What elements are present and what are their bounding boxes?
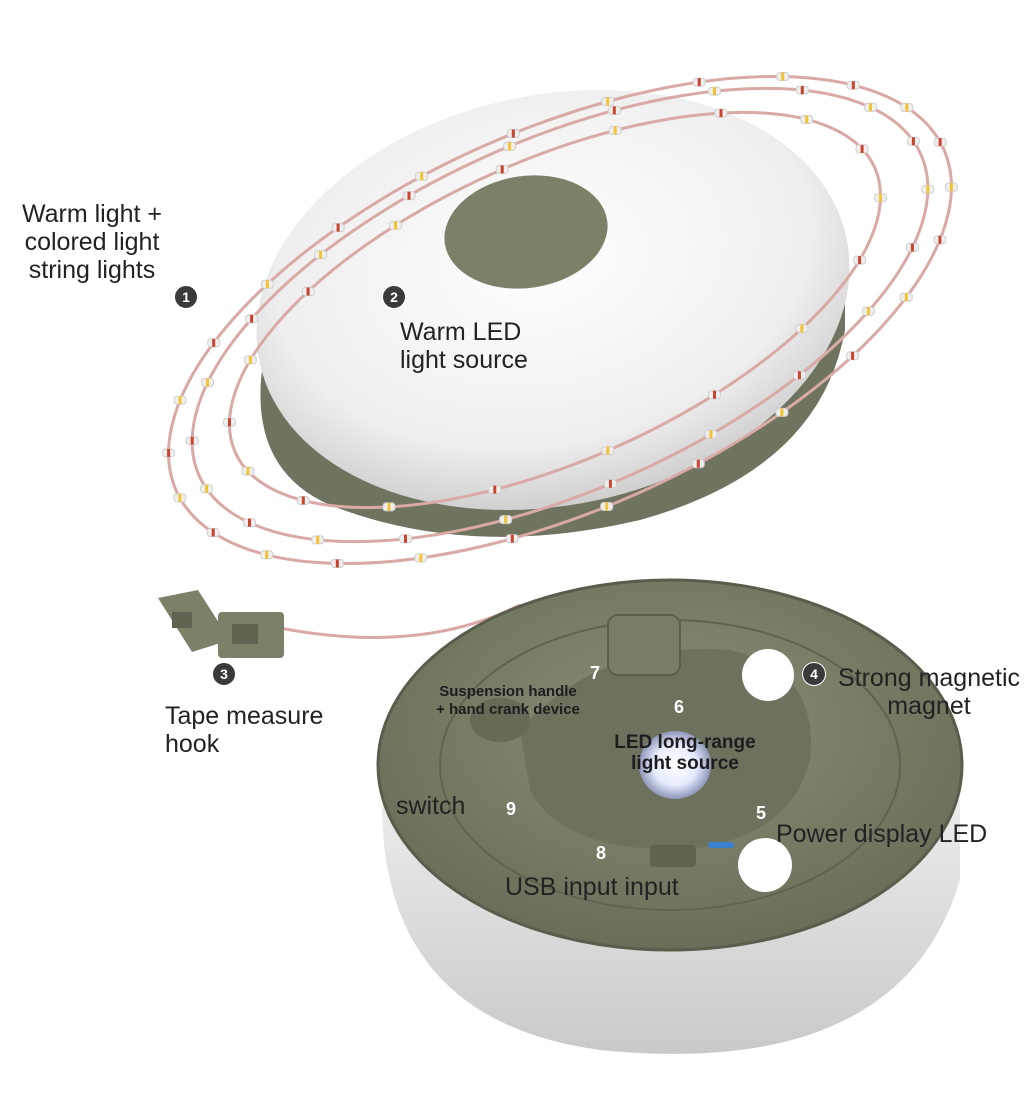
string-light-bulb-tint	[512, 130, 515, 138]
string-light-bulb-tint	[501, 165, 504, 173]
lamp-base	[378, 580, 962, 1054]
callout-usb-label: USB input input	[505, 873, 679, 901]
string-light-bulb-tint	[167, 449, 170, 457]
tape-measure-hook	[158, 590, 284, 658]
string-light-bulb-tint	[508, 142, 511, 150]
callout-string-lights-label: Warm light + colored light string lights	[2, 200, 182, 284]
callout-7-badge: 7	[584, 662, 606, 684]
string-light-bulb-tint	[950, 183, 953, 191]
string-light-bulb-tint	[713, 391, 716, 399]
string-light-bulb-tint	[851, 352, 854, 360]
string-light-bulb-tint	[249, 356, 252, 364]
callout-led-long-range-label: LED long-range light source	[590, 732, 780, 774]
string-light-bulb-tint	[504, 516, 507, 524]
string-light-bulb-tint	[316, 536, 319, 544]
string-light-bulb-tint	[780, 408, 783, 416]
string-light-bulb-tint	[609, 480, 612, 488]
string-light-bulb-tint	[801, 86, 804, 94]
string-light-bulb-tint	[800, 325, 803, 333]
string-light-bulb-tint	[493, 486, 496, 494]
string-light-bulb-tint	[905, 104, 908, 112]
callout-power-led-label: Power display LED	[776, 820, 987, 848]
string-light-bulb-tint	[912, 137, 915, 145]
string-light-bulb-tint	[511, 535, 514, 543]
string-light-bulb-tint	[926, 185, 929, 193]
callout-hook-label: Tape measure hook	[165, 702, 323, 758]
string-light-bulb-tint	[614, 126, 617, 134]
callout-8-badge: 8	[590, 842, 612, 864]
string-light-bulb-tint	[710, 430, 713, 438]
callout-switch-label: switch	[396, 792, 465, 820]
string-light-bulb-tint	[781, 73, 784, 81]
usb-port	[650, 845, 696, 867]
string-light-bulb-tint	[697, 460, 700, 468]
string-light-bulb-tint	[307, 288, 310, 296]
string-light-bulb-tint	[879, 194, 882, 202]
string-light-bulb-tint	[606, 97, 609, 105]
string-light-bulb-tint	[939, 138, 942, 146]
string-light-bulb-tint	[212, 529, 215, 537]
string-light-bulb-tint	[179, 396, 182, 404]
callout-5-badge: 5	[750, 802, 772, 824]
string-light-bulb-tint	[212, 339, 215, 347]
string-light-bulb-tint	[805, 116, 808, 124]
string-light-bulb-tint	[698, 78, 701, 86]
string-light-bulb-tint	[337, 224, 340, 232]
callout-9-badge: 9	[500, 798, 522, 820]
string-light-bulb-tint	[228, 418, 231, 426]
string-light-bulb-tint	[246, 467, 249, 475]
string-light-bulb-tint	[720, 109, 723, 117]
string-light-bulb-tint	[420, 172, 423, 180]
string-light-bulb-tint	[319, 251, 322, 259]
string-light-bulb-tint	[861, 145, 864, 153]
string-light-bulb-tint	[266, 280, 269, 288]
callout-warm-led-label: Warm LED light source	[400, 318, 528, 374]
string-light-bulb-tint	[605, 503, 608, 511]
string-light-bulb-tint	[408, 192, 411, 200]
string-light-bulb-tint	[394, 221, 397, 229]
string-light-bulb-tint	[404, 535, 407, 543]
string-light-bulb-tint	[869, 103, 872, 111]
string-light-bulb-tint	[613, 106, 616, 114]
string-light-bulb-tint	[206, 379, 209, 387]
string-light-bulb-tint	[798, 371, 801, 379]
string-light-bulb-tint	[388, 503, 391, 511]
callout-magnet-label: Strong magnetic magnet	[826, 664, 1032, 720]
string-light-bulb-tint	[265, 551, 268, 559]
callout-1-badge: 1	[174, 285, 198, 309]
strong-magnetic-magnet	[742, 649, 794, 701]
power-display-led	[708, 842, 734, 848]
string-light-bulb-tint	[178, 494, 181, 502]
string-light-bulb-tint	[336, 560, 339, 568]
string-light-bulb-tint	[419, 554, 422, 562]
string-light-bulb-tint	[867, 307, 870, 315]
callout-suspension-label: Suspension handle + hand crank device	[408, 683, 608, 719]
string-light-bulb-tint	[713, 87, 716, 95]
string-light-bulb-tint	[938, 236, 941, 244]
callout-3-badge: 3	[212, 662, 236, 686]
string-light-bulb-tint	[905, 293, 908, 301]
string-light-bulb-tint	[302, 497, 305, 505]
string-light-bulb-tint	[205, 485, 208, 493]
callout-2-badge: 2	[382, 285, 406, 309]
string-light-bulb-tint	[248, 519, 251, 527]
string-light-bulb-tint	[911, 244, 914, 252]
string-light-bulb-tint	[250, 315, 253, 323]
string-light-bulb-tint	[191, 437, 194, 445]
string-light-bulb-tint	[606, 447, 609, 455]
callout-4-badge: 4	[802, 662, 826, 686]
callout-6-badge: 6	[668, 696, 690, 718]
string-light-bulb-tint	[852, 81, 855, 89]
string-light-bulb-tint	[858, 256, 861, 264]
